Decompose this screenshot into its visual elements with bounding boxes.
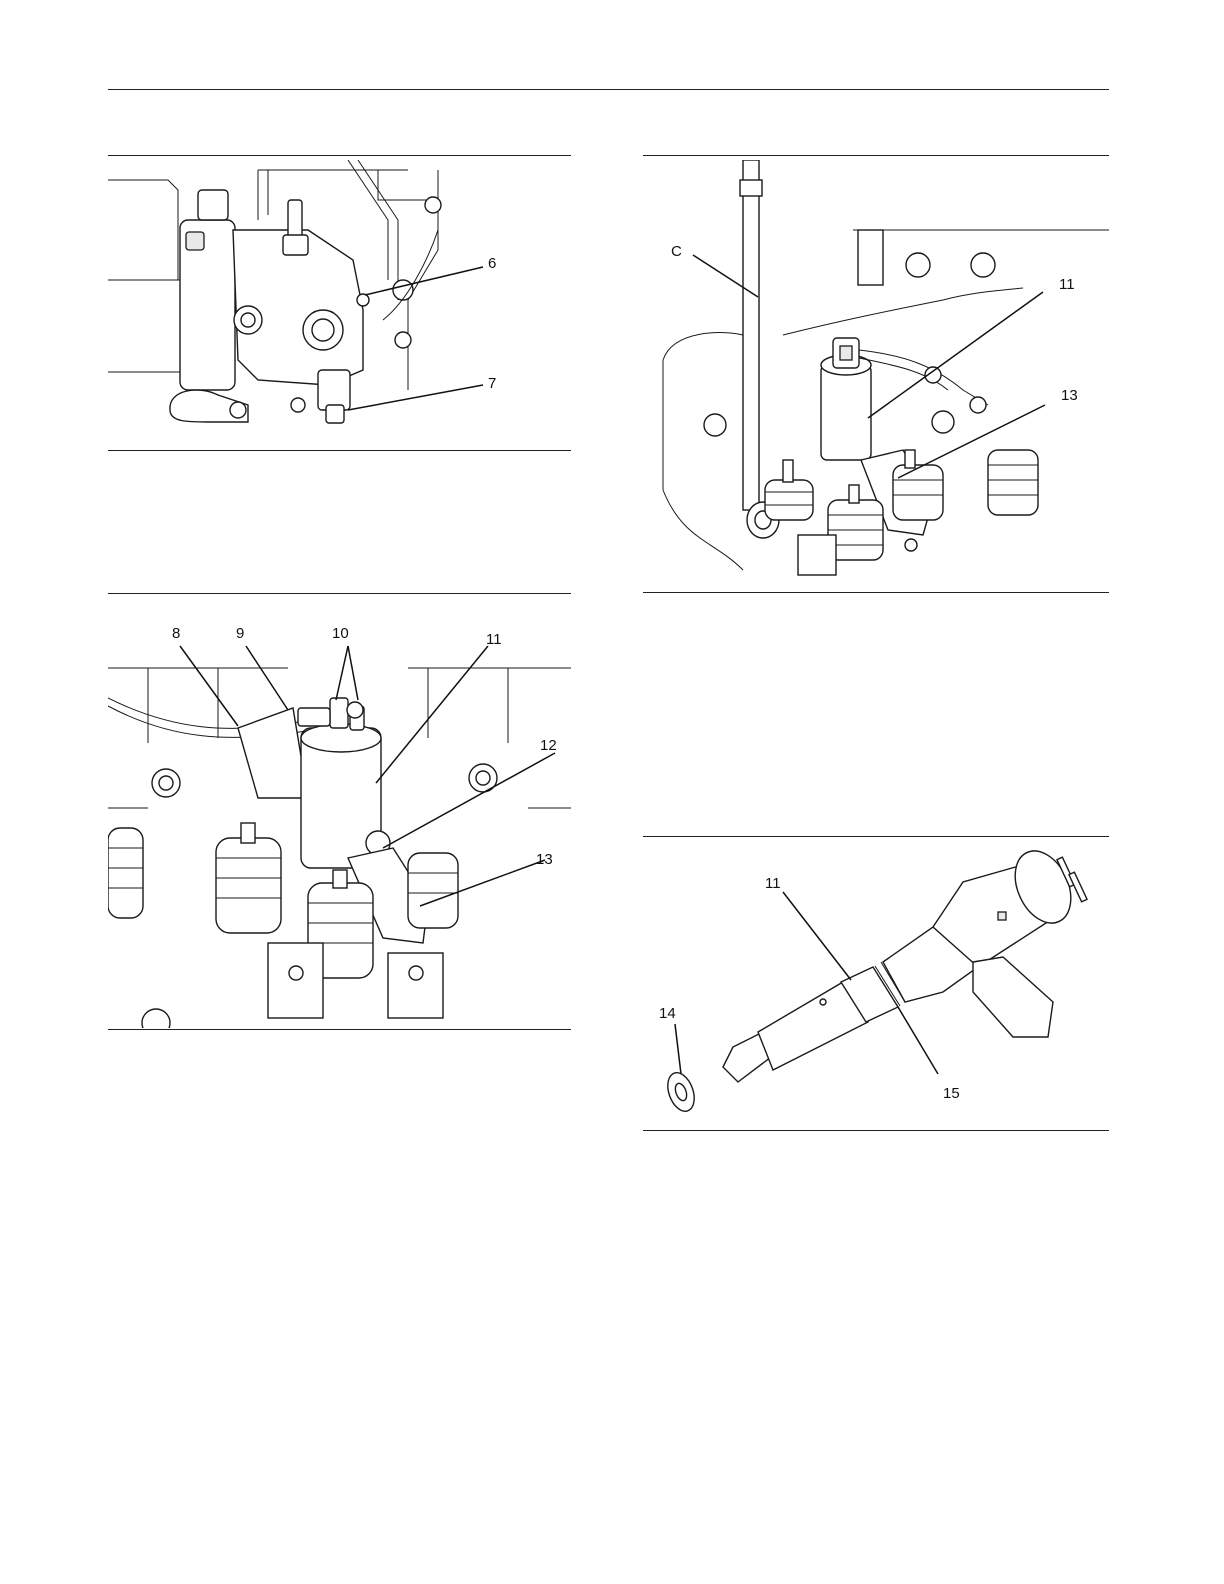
injector-wiring-illustration: 8 9 10 11 12 13 bbox=[108, 598, 571, 1028]
valve-spring-right bbox=[408, 853, 458, 928]
figure-rule bbox=[643, 1130, 1109, 1131]
callout-C: C bbox=[671, 243, 682, 260]
figure-rule bbox=[643, 155, 1109, 156]
callout-10: 10 bbox=[332, 625, 349, 642]
callout-11: 11 bbox=[765, 875, 781, 892]
callout-15: 15 bbox=[943, 1085, 960, 1102]
valve-spring-far-right bbox=[988, 450, 1038, 515]
fuel-pump-illustration: 6 7 bbox=[108, 160, 571, 448]
callout-14: 14 bbox=[659, 1005, 676, 1022]
figure-injector-seals: 11 14 15 bbox=[643, 842, 1109, 1128]
callout-12: 12 bbox=[540, 737, 557, 754]
figure-rule bbox=[108, 450, 571, 451]
valve-spring-edge bbox=[108, 828, 143, 918]
callout-9: 9 bbox=[236, 625, 244, 642]
callout-11: 11 bbox=[486, 631, 502, 648]
callout-7: 7 bbox=[488, 375, 496, 392]
figure-injector-wiring: 8 9 10 11 12 13 bbox=[108, 598, 571, 1028]
callout-13: 13 bbox=[536, 851, 553, 868]
injector-removal-illustration: C 11 13 bbox=[643, 160, 1109, 590]
figure-fuel-pump-fittings: 6 7 bbox=[108, 160, 571, 448]
valve-spring-left bbox=[765, 460, 813, 520]
figure-rule bbox=[108, 155, 571, 156]
callout-6: 6 bbox=[488, 255, 496, 272]
figure-injector-removal-tool: C 11 13 bbox=[643, 160, 1109, 590]
injector-seals-illustration: 11 14 15 bbox=[643, 842, 1109, 1128]
figure-rule bbox=[108, 1029, 571, 1030]
callout-11: 11 bbox=[1059, 276, 1075, 293]
figure-rule bbox=[108, 593, 571, 594]
figure-rule bbox=[643, 592, 1109, 593]
valve-spring-left bbox=[216, 823, 281, 933]
callout-13: 13 bbox=[1061, 387, 1078, 404]
callout-8: 8 bbox=[172, 625, 180, 642]
figure-rule bbox=[643, 836, 1109, 837]
header-rule bbox=[108, 89, 1109, 90]
